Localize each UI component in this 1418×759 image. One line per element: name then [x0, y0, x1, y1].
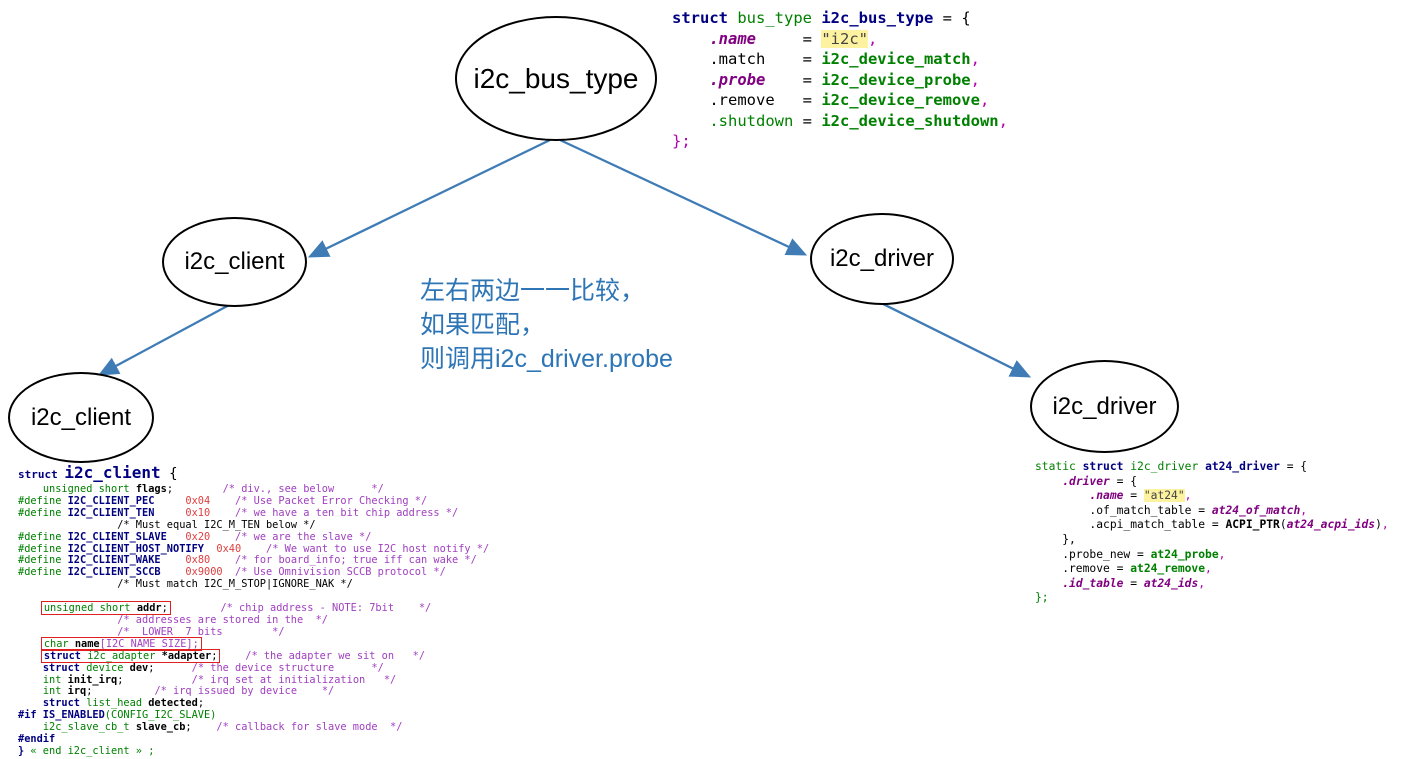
node-label: i2c_driver	[829, 245, 935, 272]
code-line: .remove = at24_remove,	[1035, 562, 1212, 576]
code-line: .acpi_match_table = ACPI_PTR(at24_acpi_i…	[1035, 518, 1389, 532]
code-line: struct i2c_client {	[18, 463, 178, 483]
node-i2c-client-bottom: i2c_client	[8, 372, 154, 463]
code-block-i2c-bus-type: struct bus_type i2c_bus_type = { .name =…	[672, 8, 1008, 152]
code-line: #endif	[18, 733, 56, 746]
code-line: unsigned short flags; /* div., see below…	[42, 483, 384, 495]
code-line: .match = i2c_device_match,	[672, 50, 980, 68]
code-line: .shutdown = i2c_device_shutdown,	[709, 111, 1008, 130]
code-line: .of_match_table = at24_of_match,	[1035, 503, 1308, 517]
code-block-at24-driver: static struct i2c_driver at24_driver = {…	[1035, 460, 1389, 606]
code-line: /* Must match I2C_M_STOP|IGNORE_NAK */	[117, 578, 353, 591]
match-annotation: 左右两边一一比较， 如果匹配， 则调用i2c_driver.probe	[420, 274, 673, 376]
node-i2c-client-mid: i2c_client	[162, 217, 307, 307]
code-line: #define I2C_CLIENT_WAKE 0x80 /* for boar…	[18, 554, 477, 567]
code-line: int irq; /* irq issued by device */	[42, 685, 335, 698]
code-line: struct list_head detected;	[42, 697, 205, 710]
code-block-struct-i2c-client: struct i2c_client { unsigned short flags…	[18, 464, 489, 758]
annotation-line: 则调用i2c_driver.probe	[420, 345, 673, 373]
code-line: .probe_new = at24_probe,	[1035, 547, 1226, 561]
node-label: i2c_driver	[1052, 392, 1157, 420]
node-i2c-driver-mid: i2c_driver	[810, 213, 954, 305]
code-line: .id_table = at24_ids,	[1062, 576, 1206, 590]
code-line: };	[672, 132, 691, 150]
annotation-line: 左右两边一一比较，	[420, 277, 646, 305]
code-line: #define I2C_CLIENT_PEC 0x04 /* Use Packe…	[18, 494, 428, 507]
code-line: };	[1035, 591, 1049, 605]
code-line: struct device dev; /* the device structu…	[42, 661, 384, 674]
code-line: i2c_slave_cb_t slave_cb; /* callback for…	[42, 721, 403, 734]
code-line: #if IS_ENABLED(CONFIG_I2C_SLAVE)	[18, 709, 217, 722]
code-line: static struct i2c_driver at24_driver = {	[1035, 460, 1308, 473]
code-line: #define I2C_CLIENT_SCCB 0x9000 /* Use Om…	[18, 566, 446, 579]
annotation-line: 如果匹配，	[420, 311, 546, 339]
code-line: unsigned short addr; /* chip address - N…	[18, 601, 489, 616]
code-line: struct bus_type i2c_bus_type = {	[672, 9, 971, 27]
arrow-bus-to-client	[307, 138, 551, 258]
code-line: .name = "at24",	[1089, 489, 1192, 503]
arrow-driver-to-driver	[878, 300, 1032, 378]
code-line: .probe = i2c_device_probe,	[709, 70, 980, 89]
code-line: /* Must equal I2C_M_TEN below */	[117, 518, 316, 531]
code-line: /* _LOWER_ 7 bits */	[117, 625, 285, 638]
code-line: .name = "i2c",	[709, 29, 878, 48]
node-i2c-bus-type: i2c_bus_type	[455, 16, 657, 141]
code-line: int init_irq; /* irq set at initializati…	[42, 673, 397, 686]
code-line: },	[1035, 532, 1076, 546]
code-line: .driver = {	[1062, 474, 1138, 488]
code-line: #define I2C_CLIENT_SLAVE 0x20 /* we are …	[18, 530, 372, 543]
code-line: char name[I2C_NAME_SIZE];	[18, 636, 489, 651]
code-line: } « end i2c_client » ;	[18, 744, 155, 757]
code-line: .remove = i2c_device_remove,	[672, 91, 990, 109]
node-label: i2c_bus_type	[473, 62, 639, 94]
code-line: /* addresses are stored in the */	[117, 613, 328, 626]
node-label: i2c_client	[30, 403, 132, 431]
code-line: #define I2C_CLIENT_HOST_NOTIFY 0x40 /* W…	[18, 542, 490, 555]
arrow-bus-to-driver	[559, 138, 808, 256]
node-i2c-driver-bottom: i2c_driver	[1030, 360, 1179, 453]
node-label: i2c_client	[184, 248, 285, 275]
arrow-client-to-client	[97, 302, 232, 376]
code-line: #define I2C_CLIENT_TEN 0x10 /* we have a…	[18, 506, 459, 519]
code-line: struct i2c_adapter *adapter; /* the adap…	[18, 648, 489, 663]
